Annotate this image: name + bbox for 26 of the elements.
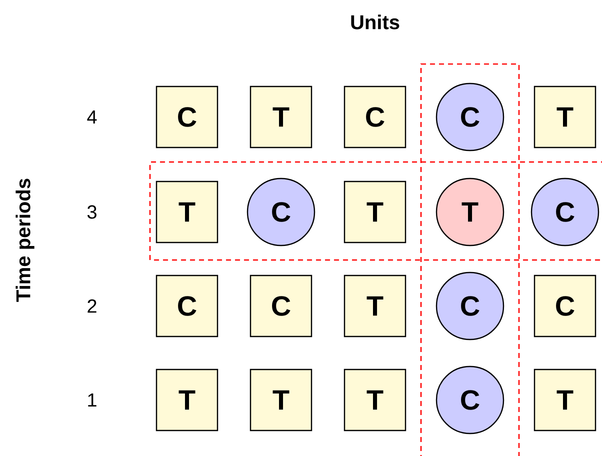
square-cell: C: [534, 274, 596, 338]
circle-cell: C: [246, 178, 316, 246]
circle-cell: C: [436, 272, 504, 340]
square-cell: C: [250, 274, 312, 338]
circle-cell: C: [436, 366, 504, 434]
square-cell: T: [156, 368, 218, 432]
square-cell: T: [250, 86, 312, 148]
square-cell: T: [156, 180, 218, 244]
square-cell: T: [534, 368, 596, 432]
square-cell: T: [250, 368, 312, 432]
circle-cell: T: [436, 178, 504, 246]
square-cell: T: [344, 368, 406, 432]
circle-cell: C: [530, 178, 600, 246]
square-cell: C: [344, 86, 406, 148]
square-cell: C: [156, 274, 218, 338]
axis-title: Time periods: [16, 178, 34, 302]
row-label: 2: [88, 299, 96, 313]
row-label: 4: [87, 110, 97, 124]
square-cell: T: [344, 274, 406, 338]
axis-title: Units: [351, 14, 400, 30]
square-cell: T: [534, 86, 596, 148]
row-label: 1: [88, 393, 96, 407]
square-cell: T: [344, 180, 406, 244]
square-cell: C: [156, 86, 218, 148]
circle-cell: C: [436, 82, 504, 152]
row-label: 3: [87, 205, 96, 219]
